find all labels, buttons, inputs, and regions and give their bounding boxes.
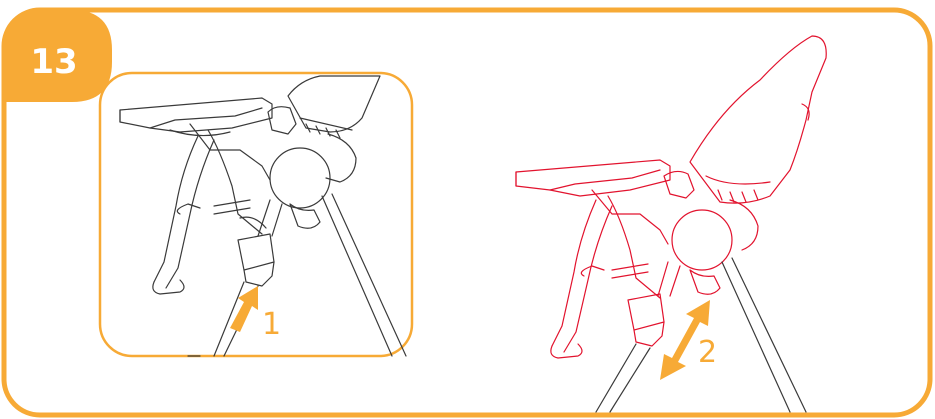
- tray-outline: [515, 159, 671, 197]
- detail-box: [98, 71, 414, 358]
- arrow-up-right-icon: [230, 286, 258, 332]
- double-arrow-icon: [660, 300, 710, 380]
- high-chair-highlighted: [515, 35, 827, 359]
- tray-outline: [119, 97, 273, 133]
- callout-1: 1: [262, 307, 281, 342]
- step-number: 13: [30, 42, 77, 82]
- callout-2: 2: [698, 335, 717, 370]
- chair-legs: [595, 257, 807, 413]
- step-badge: 13: [4, 10, 112, 102]
- hinge-knob: [671, 209, 733, 271]
- step-badge-shape: [4, 10, 112, 102]
- hinge-knob: [269, 147, 331, 209]
- seat-back-outline: [689, 35, 827, 204]
- seat-back-outline: [287, 75, 381, 133]
